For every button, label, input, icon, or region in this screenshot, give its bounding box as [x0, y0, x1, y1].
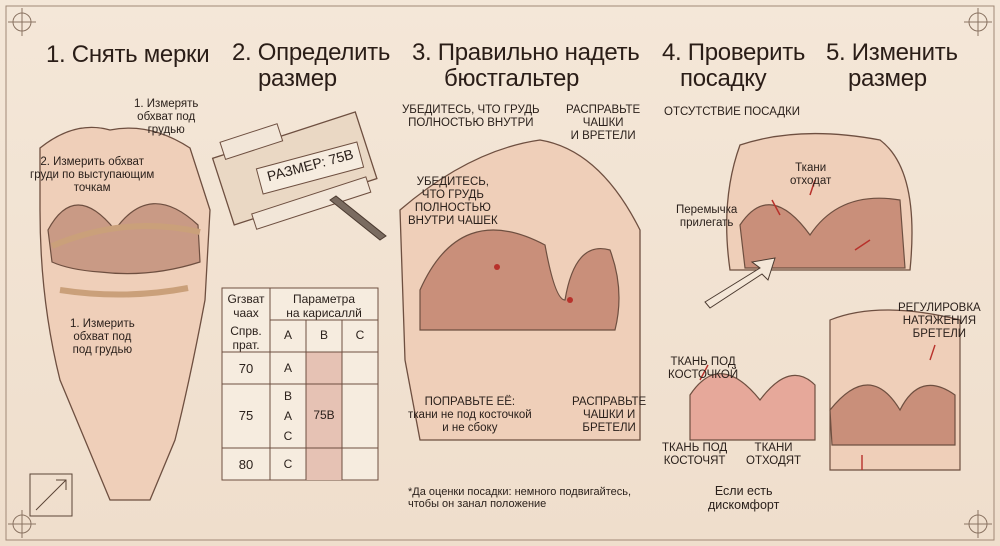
label-no-fit: ОТСУТСТВИЕ ПОСАДКИ [664, 106, 801, 118]
footnote: *Да оценки посадки: немного подвигайтесь… [408, 486, 632, 511]
cup-col-c: С [355, 328, 365, 342]
cup-col-a: А [283, 328, 292, 342]
row80-cup: С [283, 457, 293, 471]
table-result: 75В [313, 408, 335, 422]
table-sub-corner: Спрв.прат. [230, 324, 262, 352]
step4-title-line2: посадку [680, 65, 767, 92]
band-80: 80 [238, 457, 254, 472]
red-arrows-step5 [699, 344, 936, 470]
bra-problem-figure [689, 373, 816, 441]
step2-title: 2. Определить [232, 39, 391, 66]
size-tag-box [255, 141, 365, 195]
step4-title: 4. Проверить [662, 39, 806, 66]
big-arrow-icon [704, 257, 776, 309]
measuring-tape-under [59, 285, 189, 298]
bra-correct-figure [829, 309, 961, 471]
step1-title: 1. Снять мерки [46, 41, 210, 68]
marker-dot [494, 264, 500, 270]
diagonal-arrow-icon [29, 473, 73, 517]
step3-title-line2: бюстгальтер [444, 65, 580, 92]
step5-title: 5. Изменить [826, 39, 958, 66]
size-table-grid [221, 287, 379, 481]
marker-dot [567, 297, 573, 303]
frame-border [5, 5, 995, 541]
corner-ornament-tl [8, 8, 36, 36]
row70-cup: А [283, 361, 292, 375]
red-arrows-step4 [771, 179, 871, 251]
corner-ornament-tr [964, 8, 992, 36]
bra-step4 [739, 197, 906, 269]
step3-title: 3. Правильно надеть [412, 39, 640, 66]
band-75: 75 [238, 408, 254, 423]
bra-step1 [47, 203, 201, 275]
cup-col-b: В [319, 328, 328, 342]
step5-title-line2: размер [848, 65, 927, 92]
step2-title-line2: размер [258, 65, 337, 92]
corner-ornament-br [964, 510, 992, 538]
pen-icon [329, 195, 387, 241]
band-70: 70 [238, 361, 254, 376]
corner-ornament-bl [8, 510, 36, 538]
measuring-tape-bust [50, 223, 201, 249]
bra-step3 [419, 229, 620, 331]
